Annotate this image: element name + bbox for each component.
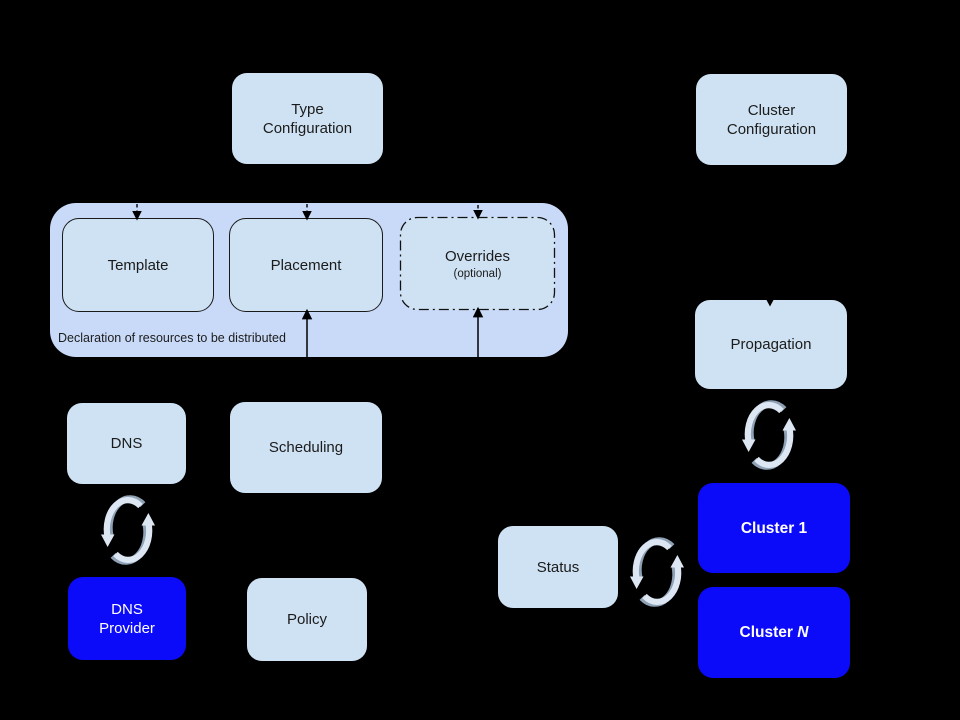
sync-icon-propagation — [742, 404, 796, 467]
node-policy: Policy — [247, 578, 367, 661]
cluster-n-prefix: Cluster — [739, 624, 798, 641]
sync-icon-status — [630, 541, 684, 604]
node-cluster-configuration: Cluster Configuration — [696, 74, 847, 165]
node-template: Template — [62, 218, 214, 312]
sync-icon-dns — [101, 499, 155, 562]
node-dns-provider: DNS Provider — [68, 577, 186, 660]
node-scheduling: Scheduling — [230, 402, 382, 493]
node-type-configuration: Type Configuration — [232, 73, 383, 164]
overrides-sublabel: (optional) — [453, 267, 502, 280]
cluster-n-suffix: N — [797, 624, 809, 641]
node-dns: DNS — [67, 403, 186, 484]
node-placement: Placement — [229, 218, 383, 312]
node-overrides: Overrides (optional) — [400, 217, 555, 310]
node-cluster-n: Cluster N — [698, 587, 850, 678]
node-cluster-1: Cluster 1 — [698, 483, 850, 573]
node-status: Status — [498, 526, 618, 608]
overrides-label: Overrides — [444, 247, 511, 265]
group-caption: Declaration of resources to be distribut… — [58, 331, 286, 345]
node-propagation: Propagation — [695, 300, 847, 389]
